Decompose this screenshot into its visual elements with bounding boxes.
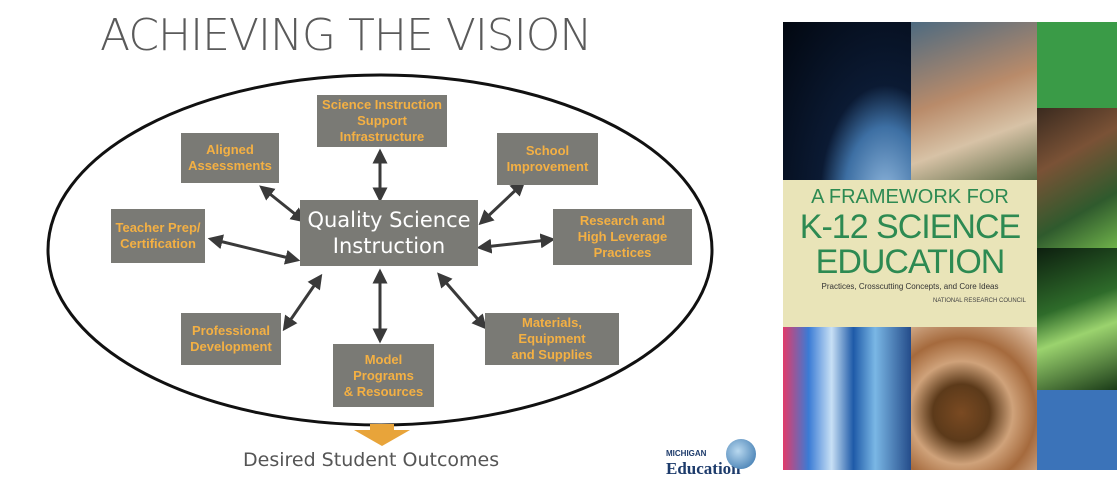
students-robot-photo [911,22,1037,180]
node-assessments: Aligned Assessments [181,133,279,183]
book-title-line3: EDUCATION [815,243,1006,281]
node-teacher: Teacher Prep/ Certification [111,209,205,263]
outcome-arrow [354,424,410,446]
book-publisher: NATIONAL RESEARCH COUNCIL [933,298,1027,304]
node-pd: Professional Development [181,313,281,365]
arrow-materials [437,272,487,330]
arrow-research [476,233,556,254]
node-school: School Improvement [497,133,598,185]
logo-line2: Education [666,459,741,478]
arrow-pd [282,273,323,332]
test-tubes-photo [783,327,911,470]
blue-tile [1037,390,1117,470]
space-earth-photo [783,22,911,180]
center-box: Quality Science Instruction [300,200,478,266]
desired-outcomes-label: Desired Student Outcomes [243,449,500,471]
logo-line1: MICHIGAN [666,449,707,458]
green-tile [1037,22,1117,108]
arrow-school [478,180,526,226]
diagram-lines [46,73,714,446]
slide-title: ACHIEVING THE VISION [100,10,592,61]
arrow-teacher [207,234,301,265]
michigan-education-logo: MICHIGAN Education [666,437,762,481]
node-support: Science Instruction Support Infrastructu… [317,95,447,147]
node-model: Model Programs & Resources [333,344,434,407]
logo-emblem [726,439,756,469]
book-title-line1: A FRAMEWORK FOR [811,186,1009,208]
node-materials: Materials, Equipment and Supplies [485,313,619,365]
student-photo-tile [1037,108,1117,248]
book-subtitle: Practices, Crosscutting Concepts, and Co… [821,282,999,291]
laser-photo-tile [1037,248,1117,390]
book-cover: A FRAMEWORK FOR K-12 SCIENCE EDUCATION P… [783,22,1037,470]
arrow-assessments [259,185,306,223]
node-research: Research and High Leverage Practices [553,209,692,265]
seeds-photo [911,327,1037,470]
book-title-line2: K-12 SCIENCE [799,208,1021,246]
